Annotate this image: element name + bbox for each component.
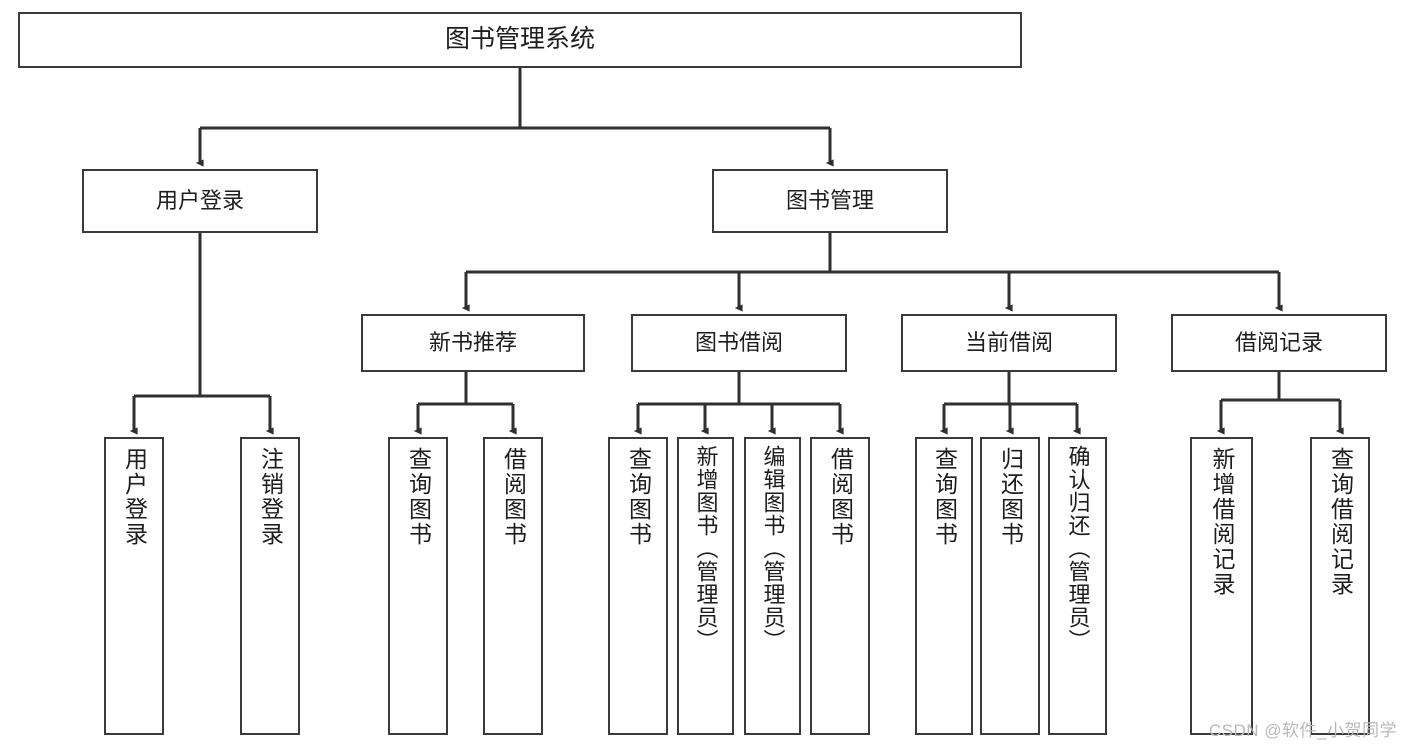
leaf-user-login-label: 用户登录 [121, 447, 148, 547]
leaf-borrow-books-new[interactable]: 借阅图书 [483, 437, 543, 735]
leaf-query-books-current-label: 查询图书 [931, 447, 958, 547]
leaf-query-books-new[interactable]: 查询图书 [388, 437, 448, 735]
leaf-add-book-admin[interactable]: 新增图书（管理员） [677, 437, 734, 735]
node-book-borrowing-label: 图书借阅 [694, 330, 783, 356]
leaf-return-books[interactable]: 归还图书 [980, 437, 1040, 735]
leaf-logout[interactable]: 注销登录 [240, 437, 300, 735]
node-new-book-recommendation[interactable]: 新书推荐 [361, 314, 585, 372]
node-book-management-label: 图书管理 [785, 188, 874, 214]
leaf-user-login[interactable]: 用户登录 [104, 437, 164, 735]
leaf-query-borrow-record[interactable]: 查询借阅记录 [1310, 437, 1370, 735]
leaf-borrow-books[interactable]: 借阅图书 [810, 437, 870, 735]
leaf-query-books-borrow-label: 查询图书 [625, 447, 652, 547]
leaf-confirm-return-admin-label: 确认归还（管理员） [1065, 445, 1091, 652]
leaf-add-book-admin-label: 新增图书（管理员） [693, 445, 719, 652]
leaf-edit-book-admin[interactable]: 编辑图书（管理员） [744, 437, 801, 735]
node-user-login[interactable]: 用户登录 [82, 169, 318, 233]
leaf-query-books-current[interactable]: 查询图书 [915, 437, 973, 735]
leaf-return-books-label: 归还图书 [997, 447, 1024, 547]
leaf-add-borrow-record-label: 新增借阅记录 [1209, 447, 1235, 597]
node-current-borrowing[interactable]: 当前借阅 [901, 314, 1117, 372]
node-user-login-label: 用户登录 [155, 188, 244, 214]
csdn-watermark: CSDN @软件_小贺同学 [1208, 721, 1397, 740]
leaf-edit-book-admin-label: 编辑图书（管理员） [760, 445, 786, 652]
node-root-system[interactable]: 图书管理系统 [18, 12, 1022, 68]
leaf-query-books-new-label: 查询图书 [405, 447, 432, 547]
leaf-add-borrow-record[interactable]: 新增借阅记录 [1190, 437, 1253, 735]
leaf-borrow-books-new-label: 借阅图书 [500, 447, 527, 547]
leaf-query-borrow-record-label: 查询借阅记录 [1327, 447, 1354, 597]
node-new-book-recommendation-label: 新书推荐 [428, 330, 517, 356]
node-borrowing-records-label: 借阅记录 [1234, 330, 1323, 356]
leaf-query-books-borrow[interactable]: 查询图书 [608, 437, 668, 735]
leaf-borrow-books-label: 借阅图书 [827, 447, 854, 547]
leaf-logout-label: 注销登录 [257, 447, 284, 547]
node-borrowing-records[interactable]: 借阅记录 [1171, 314, 1387, 372]
node-root-system-label: 图书管理系统 [444, 25, 595, 54]
node-book-borrowing[interactable]: 图书借阅 [631, 314, 847, 372]
leaf-confirm-return-admin[interactable]: 确认归还（管理员） [1048, 437, 1107, 735]
node-book-management[interactable]: 图书管理 [712, 169, 948, 233]
node-current-borrowing-label: 当前借阅 [964, 330, 1053, 356]
